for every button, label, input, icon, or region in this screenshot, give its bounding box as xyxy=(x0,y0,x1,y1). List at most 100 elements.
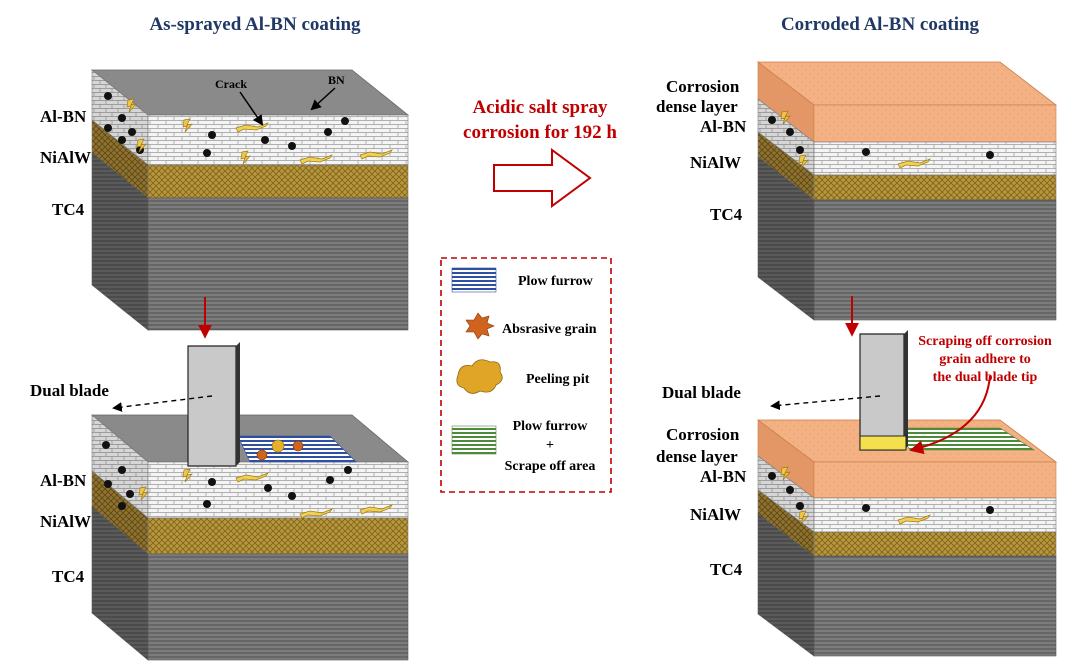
bn-particle xyxy=(862,504,870,512)
corrosion-layer xyxy=(813,461,1057,499)
label-corrosion-line1-2: Corrosion xyxy=(666,425,740,444)
bn-particle xyxy=(796,502,804,510)
bn-particle xyxy=(768,116,776,124)
abrasive-grain xyxy=(292,440,304,452)
bn-pointer xyxy=(310,87,336,111)
process-line1: Acidic salt spray xyxy=(472,97,608,118)
bn-particle xyxy=(118,502,126,510)
blade-edge xyxy=(236,342,240,466)
blade-face xyxy=(859,333,905,451)
block-worn-as-sprayed xyxy=(90,414,410,661)
corrosion-layer xyxy=(813,104,1057,143)
label-corrosion-line2-2: dense layer xyxy=(656,447,738,466)
bn-particle xyxy=(104,92,112,100)
nialw-layer xyxy=(147,164,409,199)
legend: Plow furrow Absrasive grain Peeling pit … xyxy=(440,257,612,493)
annotation-line2: grain adhere to xyxy=(939,352,1031,367)
label-nialw-4: NiAlW xyxy=(690,505,741,524)
bn-particle xyxy=(118,466,126,474)
label-al-bn-4: Al-BN xyxy=(700,467,747,486)
legend-scrape-swatch xyxy=(451,425,497,455)
legend-combo-line2: Scrape off area xyxy=(505,459,596,474)
bn-particle xyxy=(126,490,134,498)
bn-particle xyxy=(203,149,211,157)
label-corrosion-line1: Corrosion xyxy=(666,77,740,96)
label-nialw-2: NiAlW xyxy=(40,512,91,531)
tc4-layer xyxy=(813,555,1057,657)
nialw-layer xyxy=(813,531,1057,557)
blade-edge xyxy=(904,330,908,450)
bn-particle xyxy=(203,500,211,508)
label-al-bn: Al-BN xyxy=(40,107,87,126)
bn-particle xyxy=(104,124,112,132)
process-arrow xyxy=(493,148,592,208)
label-dual-blade-right: Dual blade xyxy=(662,383,741,402)
bn-particle xyxy=(104,480,112,488)
scrape-annotation-arrow xyxy=(909,375,991,455)
block-as-sprayed xyxy=(90,69,410,331)
abrasive-grain xyxy=(256,449,268,461)
label-bn: BN xyxy=(328,73,345,87)
bn-particle xyxy=(796,146,804,154)
label-al-bn-3: Al-BN xyxy=(700,117,747,136)
bn-particle xyxy=(102,441,110,449)
block-corroded xyxy=(756,61,1058,321)
bn-particle xyxy=(341,117,349,125)
nialw-layer xyxy=(813,174,1057,201)
bn-particle xyxy=(786,128,794,136)
legend-peeling-pit-swatch xyxy=(456,359,503,394)
legend-combo-line1: Plow furrow xyxy=(513,419,589,434)
label-tc4-3: TC4 xyxy=(710,205,743,224)
bn-particle xyxy=(261,136,269,144)
label-nialw-3: NiAlW xyxy=(690,153,741,172)
process-line2: corrosion for 192 h xyxy=(463,122,617,143)
al-bn-layer xyxy=(813,141,1057,176)
legend-abrasive-grain: Absrasive grain xyxy=(502,322,597,337)
bn-particle xyxy=(344,466,352,474)
legend-plow-furrow-swatch xyxy=(451,267,497,293)
corrosion-grain-on-tip xyxy=(859,435,907,451)
block-worn-corroded xyxy=(756,419,1058,657)
bn-particle xyxy=(786,486,794,494)
bn-particle xyxy=(264,484,272,492)
left-title: As-sprayed Al-BN coating xyxy=(149,14,361,35)
blade-face xyxy=(187,345,237,467)
bn-particle xyxy=(862,148,870,156)
bn-particle xyxy=(326,476,334,484)
legend-combo-plus: + xyxy=(546,438,554,453)
legend-peeling-pit: Peeling pit xyxy=(526,372,590,387)
peeling-pit xyxy=(271,439,285,453)
motion-arrow-left xyxy=(112,395,213,412)
legend-plow-furrow: Plow furrow xyxy=(518,274,594,289)
label-dual-blade-left: Dual blade xyxy=(30,381,109,400)
tc4-layer xyxy=(147,553,409,661)
label-tc4-4: TC4 xyxy=(710,560,743,579)
dual-blade-left xyxy=(187,342,240,467)
label-al-bn-2: Al-BN xyxy=(40,471,87,490)
label-corrosion-line2: dense layer xyxy=(656,97,738,116)
bn-particle xyxy=(208,131,216,139)
bn-particle xyxy=(118,114,126,122)
annotation-line3: the dual blade tip xyxy=(933,370,1038,385)
motion-arrow-right xyxy=(770,395,881,411)
tc4-layer xyxy=(813,199,1057,321)
label-crack: Crack xyxy=(215,77,247,91)
bn-particle xyxy=(986,151,994,159)
bn-particle xyxy=(986,506,994,514)
bn-particle xyxy=(324,128,332,136)
right-title: Corroded Al-BN coating xyxy=(781,14,980,35)
bn-particle xyxy=(768,472,776,480)
dual-blade-right xyxy=(859,330,908,451)
bn-particle xyxy=(128,128,136,136)
label-tc4: TC4 xyxy=(52,200,85,219)
legend-abrasive-grain-swatch xyxy=(465,312,495,340)
al-bn-layer xyxy=(813,497,1057,533)
bn-particle xyxy=(208,478,216,486)
bn-particle xyxy=(118,136,126,144)
bn-particle xyxy=(288,142,296,150)
tc4-layer xyxy=(147,197,409,331)
bn-particle xyxy=(288,492,296,500)
label-nialw: NiAlW xyxy=(40,148,91,167)
nialw-layer xyxy=(147,517,409,555)
